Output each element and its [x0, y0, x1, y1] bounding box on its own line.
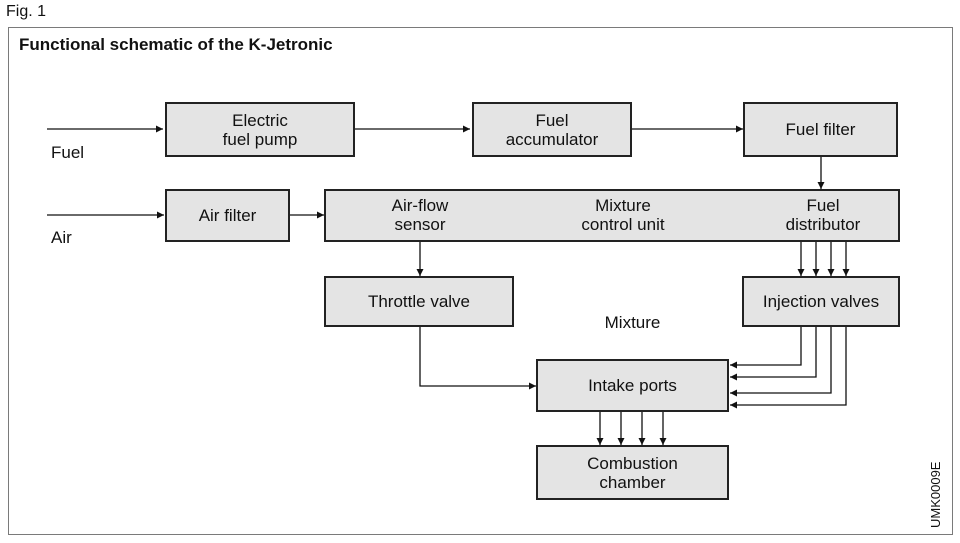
throttle-to-intake-arrow [419, 327, 536, 390]
throttle-valve-box: Throttle valve [324, 276, 514, 327]
fuel-filter-box: Fuel filter [743, 102, 898, 157]
airflow-sensor-label: Air-flow sensor [391, 196, 449, 234]
fuel-accumulator-box: Fuel accumulator [472, 102, 632, 157]
air-filter-box: Air filter [165, 189, 290, 242]
fuel-distributor-label: Fuel distributor [785, 196, 861, 234]
diagram-title: Functional schematic of the K-Jetronic [19, 35, 333, 54]
intake-ports-box: Intake ports [536, 359, 729, 412]
figure-label: Fig. 1 [6, 3, 47, 20]
injection-to-intake-arrow-2 [730, 327, 817, 381]
figure-frame [8, 27, 953, 535]
combustion-chamber-box: Combustion chamber [536, 445, 729, 500]
airflow-distributor-block [324, 189, 900, 242]
injection-to-intake-arrow-1 [730, 327, 802, 369]
fuel-input-label: Fuel [51, 143, 85, 162]
injection-to-intake-arrow-4 [730, 327, 847, 409]
mixture-control-unit-label: Mixture control unit [581, 196, 665, 234]
mixture-label: Mixture [604, 313, 661, 332]
air-input-label: Air [51, 228, 72, 247]
figure-code: UMK0009E [928, 461, 943, 529]
injection-valves-box: Injection valves [742, 276, 900, 327]
electric-fuel-pump-box: Electric fuel pump [165, 102, 355, 157]
injection-to-intake-arrow-3 [730, 327, 832, 397]
